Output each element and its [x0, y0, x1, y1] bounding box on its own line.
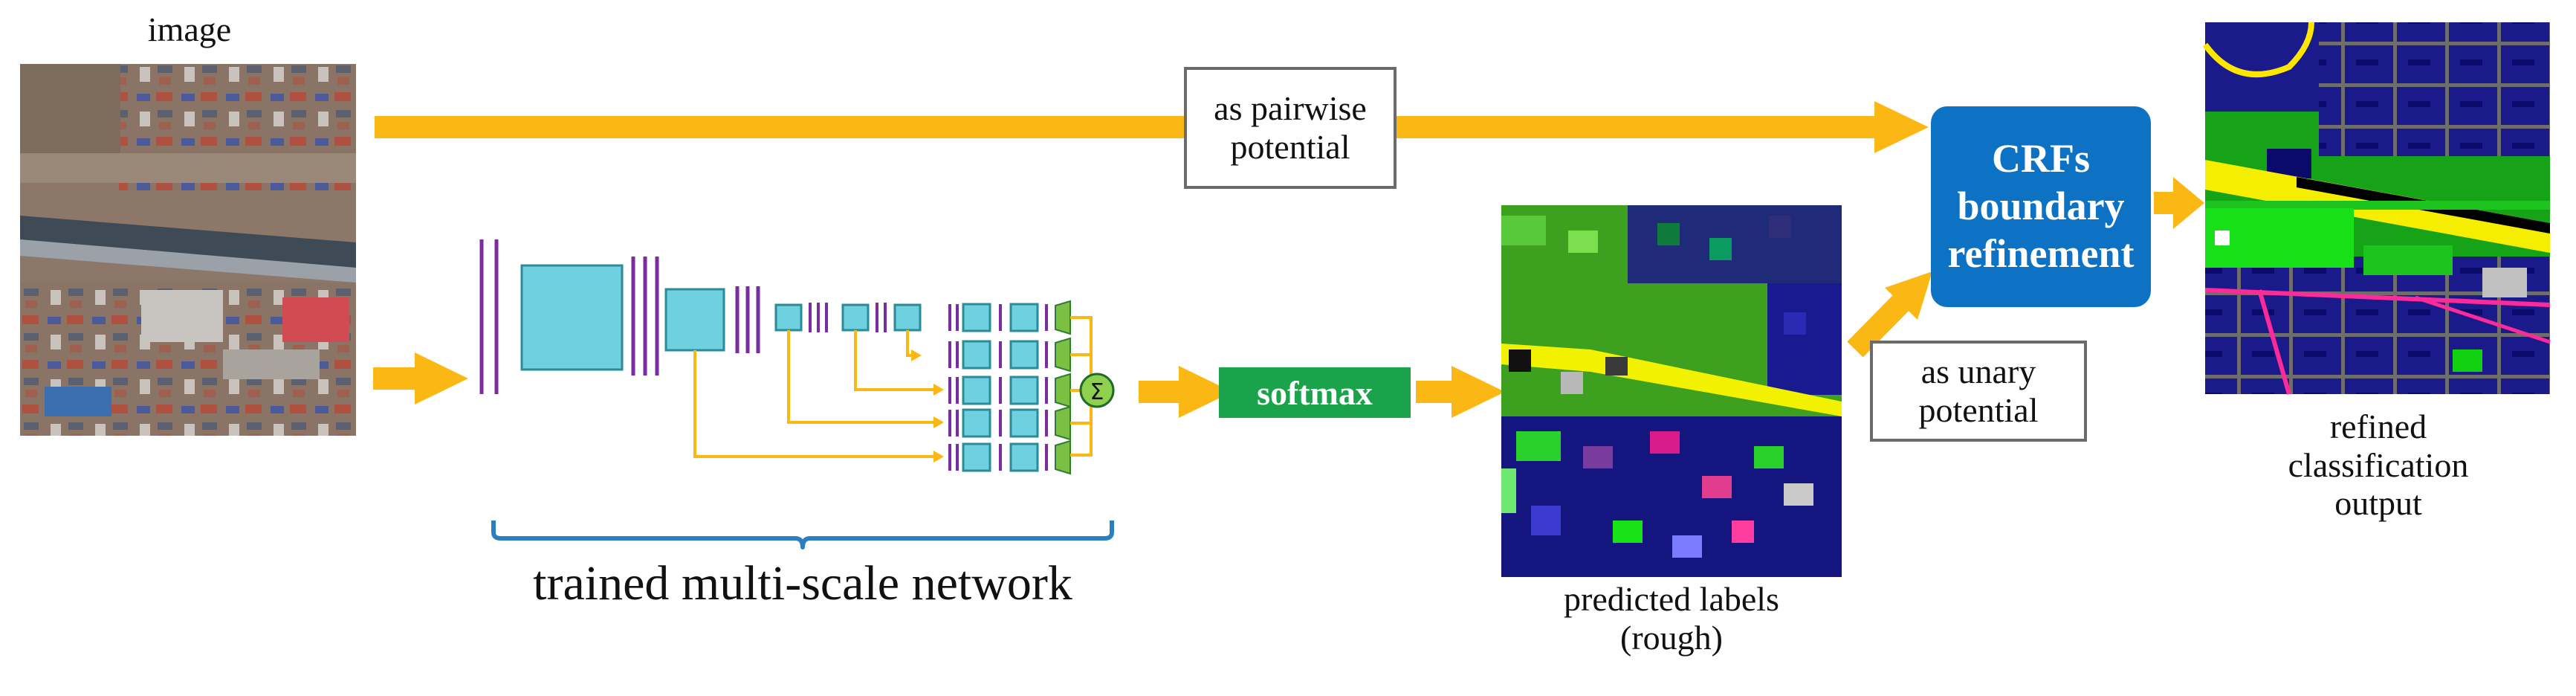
conv-block-2: [664, 288, 725, 352]
conv-block-5: [893, 303, 922, 332]
crf-line-2: boundary: [1957, 184, 2125, 229]
softmax-to-predicted-arrow: [1416, 366, 1505, 418]
predicted-labels-image: [1501, 205, 1842, 577]
predicted-labels-caption: predicted labels (rough): [1501, 580, 1842, 657]
predicted-line-1: predicted labels: [1564, 580, 1779, 618]
network-label: trained multi-scale network: [533, 556, 1072, 610]
output-line-3: output: [2334, 484, 2422, 523]
input-layer-bars: [479, 239, 499, 394]
crf-refinement-box: CRFs boundary refinement: [1931, 106, 2151, 307]
sum-icon: [1079, 373, 1115, 408]
softmax-box: softmax: [1219, 367, 1411, 418]
crf-to-output-arrow: [2154, 177, 2204, 229]
refined-output-image: [2202, 22, 2551, 395]
input-image: [20, 64, 356, 436]
branch-rows: [948, 300, 1071, 475]
crf-line-1: CRFs: [1991, 136, 2090, 181]
predicted-to-crf-arrow: [1847, 271, 1932, 358]
unary-line-2: potential: [1918, 391, 2039, 429]
pairwise-line-2: potential: [1230, 128, 1350, 166]
unary-line-1: as unary: [1920, 352, 2036, 391]
upsample-icon: [1055, 337, 1071, 373]
output-line-2: classification: [2288, 445, 2469, 484]
unary-potential-label: as unary potential: [1870, 341, 2087, 442]
crf-line-3: refinement: [1947, 231, 2135, 276]
input-to-network-arrow: [373, 352, 468, 405]
sum-symbol: Σ: [1090, 379, 1104, 405]
upsample-icon: [1055, 439, 1071, 475]
conv-block-4: [841, 303, 870, 332]
conv-block-3: [774, 303, 803, 332]
conv-block-1: [520, 264, 624, 371]
pairwise-arrow: [375, 101, 1929, 153]
upsample-icon: [1055, 373, 1071, 408]
upsample-icon: [1055, 405, 1071, 441]
predicted-line-2: (rough): [1620, 618, 1723, 657]
multi-scale-network: Σ: [479, 239, 1115, 475]
output-line-1: refined: [2329, 407, 2427, 445]
input-image-label: image: [147, 10, 232, 48]
upsample-icon: [1055, 300, 1071, 335]
pairwise-potential-label: as pairwise potential: [1184, 67, 1397, 189]
pairwise-line-1: as pairwise: [1214, 89, 1367, 128]
refined-output-caption: refined classification output: [2259, 407, 2497, 523]
network-to-softmax-arrow: [1139, 366, 1232, 418]
network-brace: [491, 521, 1114, 550]
skip-connections: [693, 330, 935, 458]
